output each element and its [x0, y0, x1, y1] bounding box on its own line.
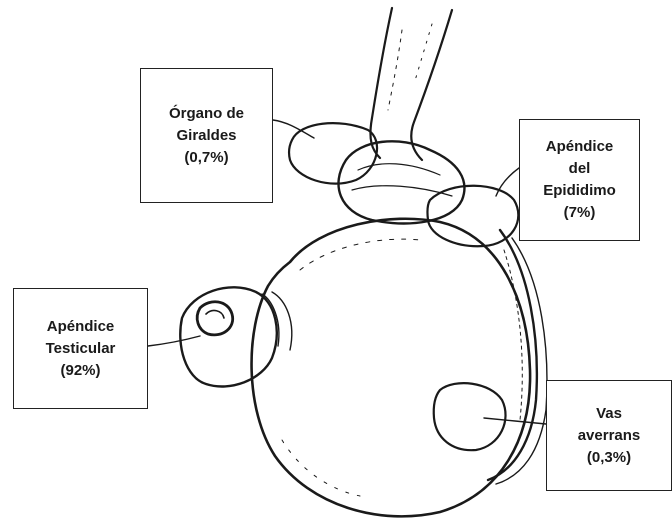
testis-body [252, 219, 531, 517]
epididymis-head [338, 141, 464, 223]
label-text: del [569, 158, 591, 180]
label-text: Órgano de [169, 103, 244, 125]
label-vas-averrans: Vas averrans (0,3%) [546, 380, 672, 491]
spermatic-cord-edge [411, 10, 452, 160]
leader-averrans [484, 418, 546, 424]
label-organo-de-giraldes: Órgano de Giraldes (0,7%) [140, 68, 273, 203]
label-apendice-testicular: Apéndice Testicular (92%) [13, 288, 148, 409]
leader-testicular [148, 336, 200, 346]
label-text: Apéndice [47, 316, 115, 338]
label-percentage: (7%) [564, 202, 596, 224]
vas-aberrans [434, 383, 506, 450]
label-text: Apéndice [546, 136, 614, 158]
label-text: Epididimo [543, 180, 616, 202]
label-apendice-del-epididimo: Apéndice del Epididimo (7%) [519, 119, 640, 241]
label-text: averrans [578, 425, 641, 447]
leader-epididimo [496, 168, 519, 196]
leader-giraldes [273, 120, 314, 138]
label-percentage: (0,3%) [587, 447, 631, 469]
label-text: Vas [596, 403, 622, 425]
label-percentage: (92%) [60, 360, 100, 382]
label-text: Giraldes [176, 125, 236, 147]
giraldes-organ [289, 123, 377, 183]
label-percentage: (0,7%) [184, 147, 228, 169]
label-text: Testicular [46, 338, 116, 360]
